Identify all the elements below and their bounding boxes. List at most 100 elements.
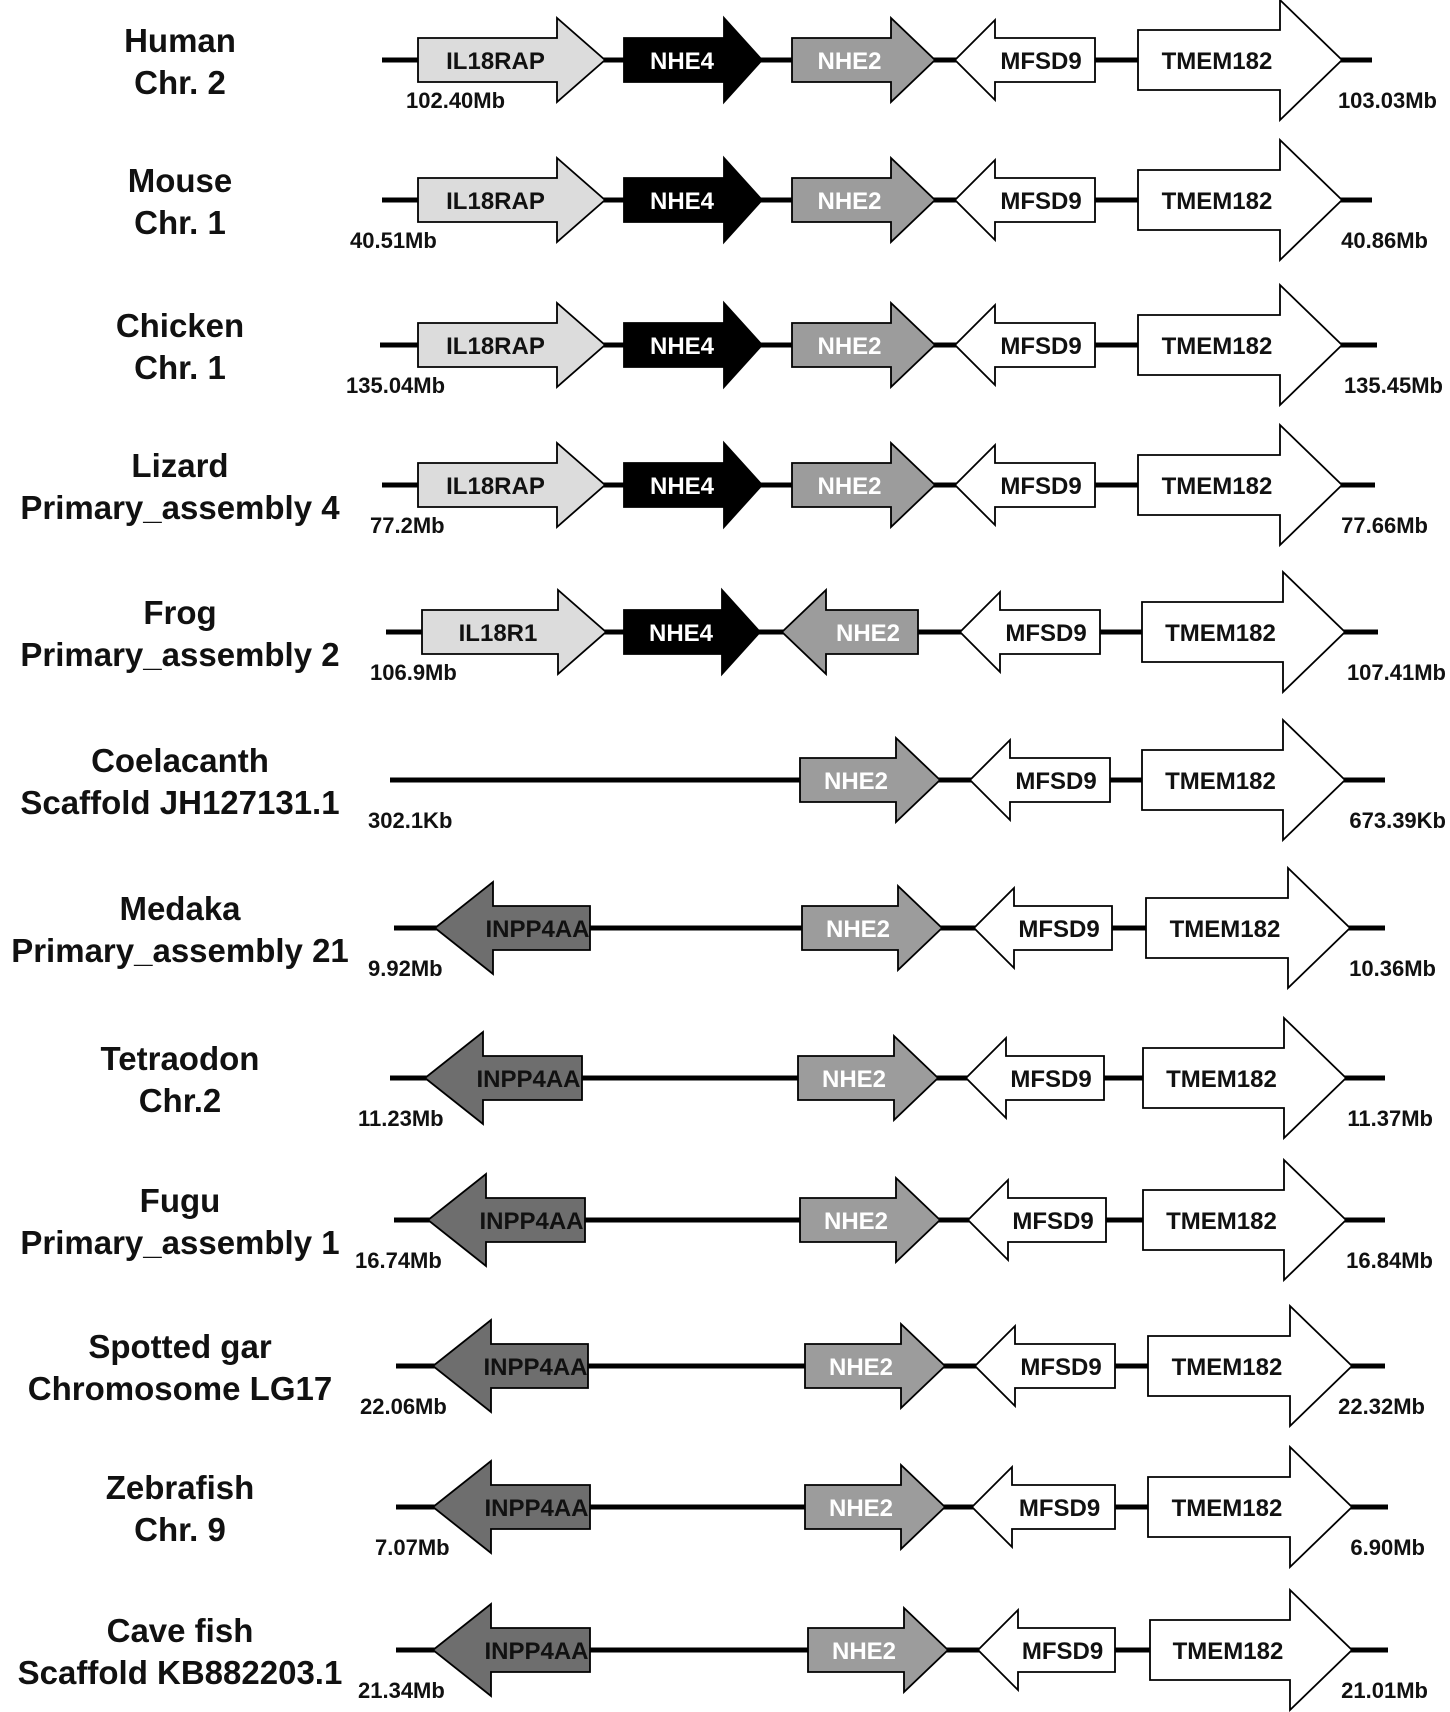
gene-label: INPP4AA: [485, 916, 589, 943]
species-name: Lizard: [131, 447, 228, 484]
gene-label: MFSD9: [1012, 1208, 1093, 1235]
gene-arrow-nhe2: [807, 1605, 950, 1695]
gene-arrow-tmem182: [1145, 865, 1352, 991]
chromosome-name: Chr. 9: [134, 1511, 226, 1548]
gene-arrow-nhe4: [623, 155, 764, 245]
gene-arrow-mfsd9: [953, 17, 1096, 103]
gene-arrow-nhe2: [780, 587, 919, 677]
end-coordinate: 77.66Mb: [1341, 513, 1428, 538]
gene-label: TMEM182: [1172, 1495, 1283, 1522]
gene-label: INPP4AA: [484, 1495, 588, 1522]
gene-label: IL18RAP: [446, 473, 545, 500]
gene-arrow-tmem182: [1137, 0, 1344, 123]
gene-label: NHE2: [832, 1638, 896, 1665]
gene-arrow-mfsd9: [972, 885, 1113, 971]
gene-label: NHE2: [822, 1066, 886, 1093]
gene-arrow-nhe4: [623, 440, 764, 530]
chromosome-name: Chr. 1: [134, 349, 226, 386]
gene-label: TMEM182: [1162, 188, 1273, 215]
start-coordinate: 77.2Mb: [370, 513, 445, 538]
chromosome-name: Primary_assembly 21: [11, 932, 349, 969]
gene-arrow-inpp4aa: [431, 1602, 591, 1698]
gene-label: MFSD9: [1000, 48, 1081, 75]
gene-label: INPP4AA: [484, 1638, 588, 1665]
gene-arrow-tmem182: [1147, 1303, 1354, 1429]
gene-arrow-tmem182: [1141, 717, 1347, 843]
gene-arrow-inpp4aa: [431, 1318, 589, 1414]
gene-label: IL18RAP: [446, 188, 545, 215]
gene-label: NHE4: [650, 333, 715, 360]
gene-label: NHE2: [817, 333, 881, 360]
chromosome-name: Primary_assembly 4: [20, 489, 340, 526]
gene-arrow-il18rap: [417, 301, 607, 389]
gene-arrow-nhe2: [791, 155, 937, 245]
gene-label: NHE2: [829, 1495, 893, 1522]
start-coordinate: 9.92Mb: [368, 956, 443, 981]
gene-label: TMEM182: [1172, 1354, 1283, 1381]
species-name: Medaka: [119, 890, 241, 927]
species-name: Human: [124, 22, 236, 59]
gene-arrow-tmem182: [1137, 422, 1344, 548]
gene-label: MFSD9: [1000, 188, 1081, 215]
end-coordinate: 21.01Mb: [1341, 1678, 1428, 1703]
gene-label: MFSD9: [1000, 333, 1081, 360]
species-name: Fugu: [140, 1182, 221, 1219]
species-name: Cave fish: [107, 1612, 254, 1649]
chromosome-name: Chr.2: [139, 1082, 222, 1119]
chromosome-name: Scaffold KB882203.1: [18, 1654, 343, 1691]
gene-arrow-nhe4: [623, 15, 764, 105]
gene-arrow-inpp4aa: [433, 880, 591, 976]
gene-label: MFSD9: [1015, 768, 1096, 795]
gene-arrow-tmem182: [1137, 137, 1344, 263]
gene-arrow-tmem182: [1141, 569, 1347, 695]
gene-arrow-mfsd9: [968, 737, 1111, 823]
gene-arrow-inpp4aa: [423, 1030, 583, 1126]
species-name: Mouse: [128, 162, 233, 199]
gene-label: IL18RAP: [446, 48, 545, 75]
gene-arrow-mfsd9: [953, 442, 1096, 528]
chromosome-name: Primary_assembly 2: [20, 636, 339, 673]
gene-label: NHE4: [650, 473, 715, 500]
end-coordinate: 11.37Mb: [1347, 1106, 1433, 1131]
gene-arrow-mfsd9: [964, 1035, 1105, 1121]
gene-label: TMEM182: [1162, 333, 1273, 360]
species-name: Zebrafish: [106, 1469, 255, 1506]
gene-arrow-nhe2: [799, 1175, 942, 1265]
gene-arrow-nhe2: [797, 1033, 940, 1123]
start-coordinate: 102.40Mb: [406, 88, 505, 113]
gene-arrow-nhe2: [801, 883, 944, 973]
gene-arrow-il18r1: [421, 588, 608, 676]
chromosome-name: Scaffold JH127131.1: [20, 784, 339, 821]
species-name: Tetraodon: [101, 1040, 260, 1077]
gene-label: MFSD9: [1019, 1495, 1100, 1522]
gene-label: NHE2: [826, 916, 890, 943]
gene-arrow-nhe2: [791, 15, 937, 105]
gene-arrow-tmem182: [1142, 1015, 1348, 1141]
gene-arrow-mfsd9: [976, 1607, 1116, 1693]
gene-arrow-il18rap: [417, 156, 607, 244]
gene-label: TMEM182: [1165, 768, 1276, 795]
end-coordinate: 22.32Mb: [1338, 1394, 1425, 1419]
gene-label: TMEM182: [1170, 916, 1281, 943]
gene-label: MFSD9: [1005, 620, 1086, 647]
end-coordinate: 107.41Mb: [1347, 660, 1446, 685]
gene-label: TMEM182: [1165, 620, 1276, 647]
start-coordinate: 11.23Mb: [358, 1106, 444, 1131]
start-coordinate: 302.1Kb: [368, 808, 452, 833]
gene-label: MFSD9: [1000, 473, 1081, 500]
